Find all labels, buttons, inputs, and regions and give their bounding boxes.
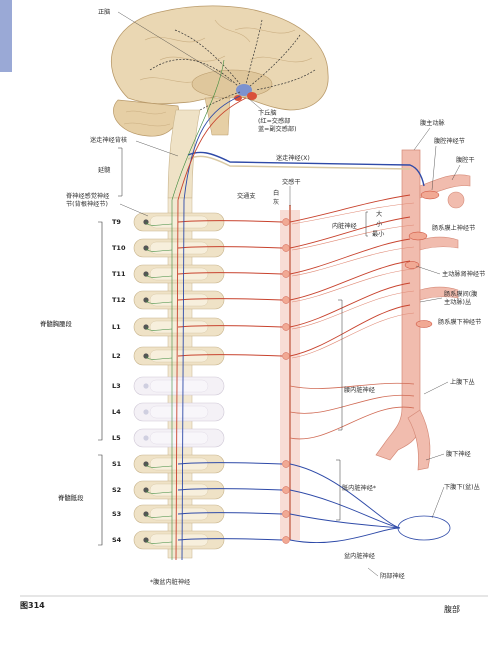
label-sympathetic-trunk: 交感干 bbox=[282, 178, 301, 186]
label-celiac-ganglion: 腹腔神经节 bbox=[434, 137, 465, 145]
nerve-fibers bbox=[145, 194, 415, 544]
label-spinal-ganglion: 脊神经感觉神经 bbox=[66, 192, 109, 200]
label-hypothalamus-sub2: 蓝=副交感部) bbox=[258, 125, 297, 133]
nerves-t10 bbox=[145, 216, 415, 252]
descending-sympathetic-pathway bbox=[175, 97, 247, 561]
level-label: L2 bbox=[112, 352, 121, 360]
label-thoracolumbar-segment: 脊髓胸腰段 bbox=[40, 319, 73, 328]
prevertebral-ganglia bbox=[397, 190, 451, 541]
nerves-s1 bbox=[145, 460, 401, 529]
level-label: S1 bbox=[112, 460, 122, 468]
label-intermesenteric-plexus: 肠系膜间(腹 bbox=[444, 290, 477, 298]
level-label: T11 bbox=[112, 270, 126, 278]
hypothalamus-nuclei bbox=[234, 84, 257, 101]
vagus-nerve bbox=[187, 151, 425, 187]
abdominal-aorta bbox=[375, 149, 421, 461]
label-abdominal-aorta: 腹主动脉 bbox=[420, 119, 446, 127]
label-sacral-segment: 脊髓骶段 bbox=[58, 493, 84, 502]
level-label: S2 bbox=[112, 486, 121, 494]
nerves-l2 bbox=[145, 304, 415, 360]
iliac-artery-right bbox=[407, 409, 431, 471]
segment-l4 bbox=[133, 402, 225, 422]
level-label: L4 bbox=[112, 408, 121, 416]
label-communicating-branch: 交通支 bbox=[237, 192, 256, 200]
page-tab bbox=[0, 0, 12, 72]
nerves-s4 bbox=[145, 527, 401, 544]
label-pudendal: 阴部神经 bbox=[380, 572, 405, 580]
label-hypothalamus-sub: (红=交感部 bbox=[258, 117, 290, 125]
nerves-l3 bbox=[289, 382, 415, 389]
brain bbox=[111, 5, 329, 137]
superior-mesenteric-ganglion bbox=[408, 231, 428, 241]
label-greater: 大 bbox=[376, 210, 382, 218]
label-inferior-mesenteric-ganglion: 肠系膜下神经节 bbox=[438, 318, 481, 326]
nerves-t9 bbox=[145, 194, 415, 226]
label-pelvic-splanchnic: 盆内脏神经 bbox=[344, 552, 375, 560]
nerves-s2 bbox=[145, 486, 401, 529]
label-spinal-ganglion-2: 节(背根神经节) bbox=[66, 200, 108, 208]
nerves-s3 bbox=[145, 510, 401, 529]
label-gray: 灰 bbox=[273, 198, 279, 206]
celiac-ganglion bbox=[420, 190, 440, 200]
labels: 正脑 下丘脑 (红=交感部 蓝=副交感部) 迷走神经背核 延髓 脊神经感觉神经 … bbox=[40, 8, 485, 586]
level-label: S4 bbox=[112, 536, 122, 544]
label-sacral-splanchnic: 骶内脏神经* bbox=[342, 484, 376, 492]
figure-number: 图314 bbox=[20, 601, 45, 610]
label-vagus-dorsal-nucleus: 迷走神经背核 bbox=[90, 136, 127, 144]
sympathetic-trunk bbox=[280, 205, 300, 540]
label-hypogastric-nerve: 腹下神经 bbox=[446, 450, 471, 458]
label-aorticorenal-ganglion: 主动脉肾神经节 bbox=[442, 270, 485, 278]
label-inferior-hypogastric-plexus: 下腹下(盆)丛 bbox=[444, 483, 480, 491]
nerves-l5 bbox=[289, 406, 415, 440]
label-lumbar-splanchnic: 腰内脏神经 bbox=[344, 386, 375, 394]
level-label: T10 bbox=[112, 244, 126, 252]
brain-pathway-arrows bbox=[149, 19, 316, 111]
inferior-hypogastric-plexus bbox=[397, 515, 451, 541]
label-superior-hypogastric-plexus: 上腹下丛 bbox=[450, 378, 475, 386]
aorticorenal-ganglion bbox=[404, 261, 420, 269]
nerves-t11 bbox=[145, 238, 415, 278]
nerves-l1 bbox=[145, 282, 415, 331]
level-label: T9 bbox=[112, 218, 121, 226]
label-least: 最小 bbox=[372, 230, 385, 238]
level-label: L1 bbox=[112, 323, 121, 331]
label-intermesenteric-plexus-2: 主动脉)丛 bbox=[444, 298, 471, 306]
sensory-pathway bbox=[171, 59, 225, 560]
label-hypothalamus: 下丘脑 bbox=[258, 109, 277, 117]
footnote: *腹盆内脏神经 bbox=[150, 578, 190, 586]
level-label: L3 bbox=[112, 382, 121, 390]
level-label: T12 bbox=[112, 296, 125, 304]
inferior-mesenteric-ganglion bbox=[415, 320, 433, 328]
nerves-l4 bbox=[289, 394, 415, 414]
level-label: S3 bbox=[112, 510, 121, 518]
label-cortex: 正脑 bbox=[98, 8, 110, 16]
descending-parasympathetic-pathway bbox=[181, 95, 241, 561]
nerves-t12 bbox=[145, 260, 415, 304]
label-celiac-trunk: 腹腔干 bbox=[456, 156, 475, 164]
label-lesser: 小 bbox=[376, 220, 383, 228]
segment-l3 bbox=[133, 376, 225, 396]
label-medulla: 延髓 bbox=[98, 166, 111, 174]
page-region: 腹部 bbox=[444, 604, 460, 614]
segment-l5 bbox=[133, 428, 225, 448]
label-vagus-nerve: 迷走神经(X) bbox=[276, 154, 310, 162]
label-white: 白 bbox=[273, 189, 279, 197]
label-superior-mesenteric-ganglion: 肠系膜上神经节 bbox=[432, 224, 475, 232]
label-splanchnic: 内脏神经 bbox=[332, 222, 357, 230]
level-label: L5 bbox=[112, 434, 121, 442]
